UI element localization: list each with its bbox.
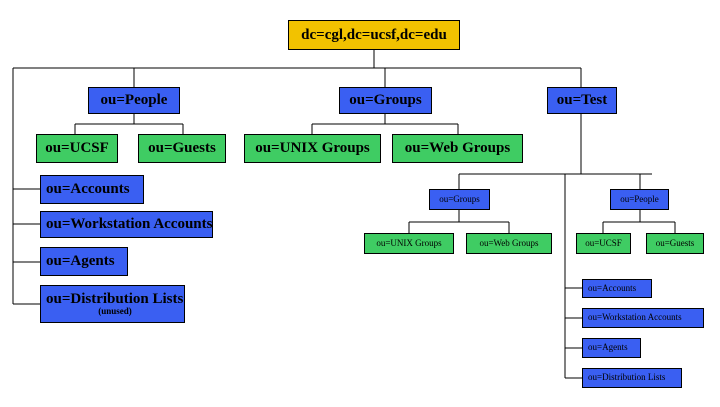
groups-unix-label: ou=UNIX Groups: [255, 140, 370, 157]
accounts-label: ou=Accounts: [46, 181, 130, 198]
people-node-label: ou=People: [100, 92, 168, 109]
people-ucsf-node: ou=UCSF: [36, 134, 118, 163]
workstation-accounts-label: ou=Workstation Accounts: [46, 216, 213, 233]
people-guests-label: ou=Guests: [148, 140, 216, 157]
test-groups-label: ou=Groups: [439, 193, 480, 204]
people-ucsf-label: ou=UCSF: [45, 140, 109, 157]
test-workstation-accounts-label: ou=Workstation Accounts: [588, 312, 682, 323]
test-accounts-label: ou=Accounts: [588, 282, 637, 293]
test-node: ou=Test: [547, 87, 617, 114]
test-distribution-lists-node: ou=Distribution Lists: [582, 368, 682, 388]
test-node-label: ou=Test: [556, 92, 608, 109]
groups-unix-node: ou=UNIX Groups: [244, 134, 381, 163]
agents-label: ou=Agents: [46, 253, 115, 270]
accounts-node: ou=Accounts: [40, 175, 144, 204]
distribution-lists-label: ou=Distribution Lists: [46, 290, 184, 307]
distribution-lists-node: ou=Distribution Lists (unused): [40, 285, 185, 323]
test-groups-unix-node: ou=UNIX Groups: [364, 233, 454, 254]
test-agents-node: ou=Agents: [582, 338, 641, 358]
people-guests-node: ou=Guests: [138, 134, 226, 163]
test-workstation-accounts-node: ou=Workstation Accounts: [582, 308, 704, 328]
test-people-label: ou=People: [620, 193, 659, 204]
groups-web-label: ou=Web Groups: [404, 140, 511, 157]
groups-node: ou=Groups: [339, 87, 432, 114]
root-node: dc=cgl,dc=ucsf,dc=edu: [288, 20, 460, 50]
test-agents-label: ou=Agents: [588, 342, 628, 353]
test-accounts-node: ou=Accounts: [582, 279, 652, 298]
test-people-ucsf-label: ou=UCSF: [585, 237, 622, 248]
test-groups-unix-label: ou=UNIX Groups: [376, 237, 442, 248]
distribution-lists-note: (unused): [98, 306, 132, 317]
agents-node: ou=Agents: [40, 247, 128, 276]
test-people-node: ou=People: [610, 189, 669, 210]
root-node-label: dc=cgl,dc=ucsf,dc=edu: [301, 26, 447, 43]
groups-node-label: ou=Groups: [349, 92, 422, 109]
groups-web-node: ou=Web Groups: [392, 134, 523, 163]
workstation-accounts-node: ou=Workstation Accounts: [40, 211, 213, 238]
test-groups-web-node: ou=Web Groups: [466, 233, 552, 254]
test-people-guests-label: ou=Guests: [655, 237, 695, 248]
test-distribution-lists-label: ou=Distribution Lists: [588, 372, 666, 383]
test-people-guests-node: ou=Guests: [646, 233, 704, 254]
test-people-ucsf-node: ou=UCSF: [576, 233, 631, 254]
test-groups-node: ou=Groups: [429, 189, 490, 210]
test-groups-web-label: ou=Web Groups: [479, 237, 539, 248]
people-node: ou=People: [88, 87, 180, 114]
